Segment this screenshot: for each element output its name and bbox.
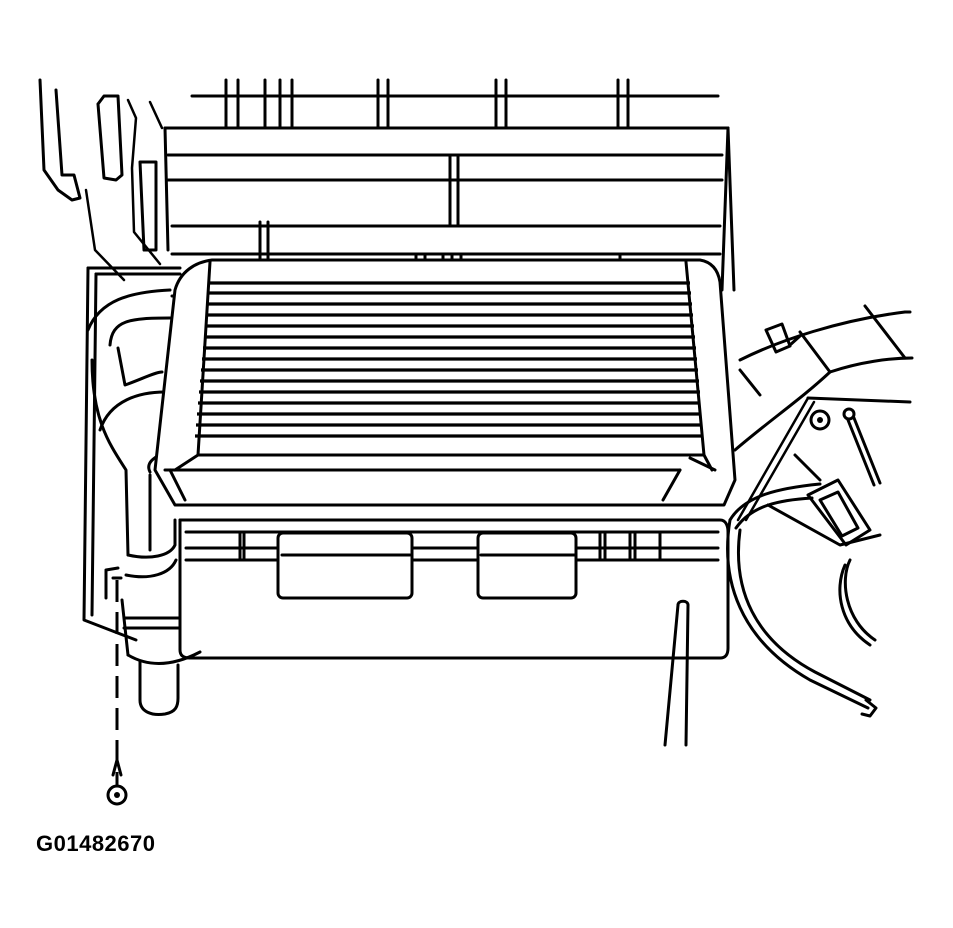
right-blower-and-harness: [728, 306, 912, 716]
tray-tab-left: [278, 533, 412, 598]
heater-core: [155, 260, 735, 505]
left-upper-bracket: [40, 80, 162, 280]
lower-case-tray: [180, 520, 728, 745]
heater-core-fins: [195, 283, 702, 436]
fastener-screw: [108, 578, 126, 804]
heater-pipes: [88, 290, 200, 714]
figure-id-label: G01482670: [36, 831, 156, 856]
harness-connector: [808, 480, 870, 545]
tray-tab-right: [478, 533, 576, 598]
module-case: [84, 268, 180, 640]
